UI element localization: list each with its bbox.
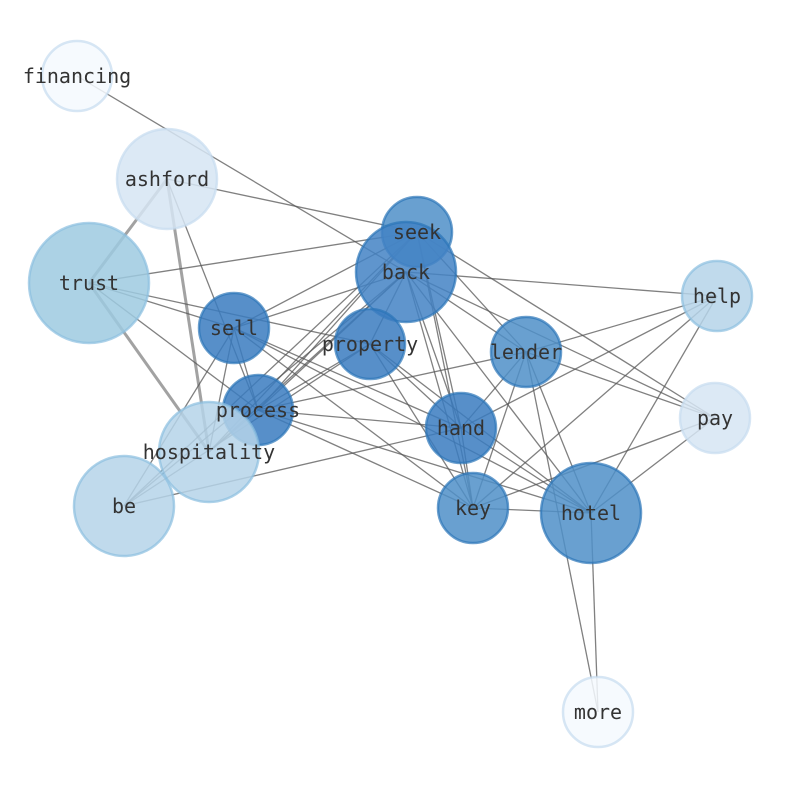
node-label-trust: trust — [59, 271, 119, 295]
node-label-property: property — [322, 332, 418, 356]
node-label-hand: hand — [437, 416, 485, 440]
edge-process-lender — [257, 351, 527, 411]
node-more[interactable] — [561, 675, 635, 749]
node-label-hospitality: hospitality — [143, 440, 275, 464]
node-label-back: back — [382, 260, 430, 284]
node-hand[interactable] — [424, 391, 498, 465]
node-hospitality[interactable] — [157, 400, 261, 504]
node-label-financing: financing — [23, 64, 131, 88]
node-property[interactable] — [333, 307, 407, 381]
node-be[interactable] — [72, 454, 176, 558]
node-financing[interactable] — [40, 39, 114, 113]
node-help[interactable] — [680, 259, 754, 333]
node-lender[interactable] — [489, 315, 563, 389]
edge-financing-back — [76, 75, 407, 273]
edge-process-hotel — [257, 409, 592, 514]
node-back[interactable] — [354, 220, 458, 324]
node-label-key: key — [455, 496, 491, 520]
node-hotel[interactable] — [539, 461, 643, 565]
edge-back-help — [405, 271, 718, 297]
labels-layer: financing ashford trust seek back help sell pro… — [23, 64, 741, 724]
edge-process-key — [257, 409, 474, 509]
edge-seek-pay — [416, 231, 716, 419]
node-label-pay: pay — [697, 406, 733, 430]
nodes-layer — [27, 39, 754, 749]
node-ashford[interactable] — [115, 127, 219, 231]
node-label-sell: sell — [210, 316, 258, 340]
node-label-be: be — [112, 494, 136, 518]
node-pay[interactable] — [678, 381, 752, 455]
node-label-hotel: hotel — [561, 501, 621, 525]
edge-help-key — [472, 295, 718, 509]
edge-sell-hand — [233, 327, 462, 429]
node-label-seek: seek — [393, 220, 441, 244]
node-key[interactable] — [436, 471, 510, 545]
node-label-lender: lender — [490, 340, 562, 364]
node-label-ashford: ashford — [125, 167, 209, 191]
edge-sell-hotel — [233, 327, 592, 514]
node-label-process: process — [216, 398, 300, 422]
node-trust[interactable] — [27, 221, 151, 345]
node-sell[interactable] — [197, 291, 271, 365]
node-label-more: more — [574, 700, 622, 724]
node-label-help: help — [693, 284, 741, 308]
edge-help-hand — [460, 295, 718, 429]
